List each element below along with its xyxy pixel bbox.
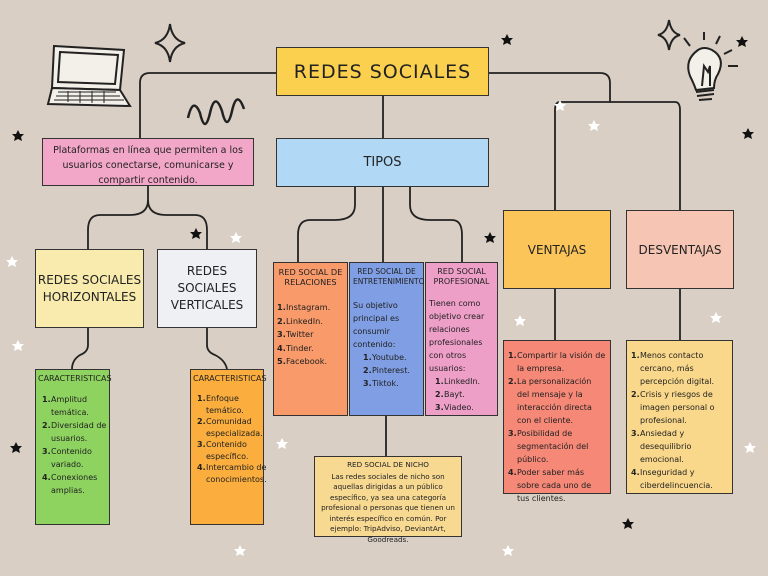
horizontales-characteristics: CARACTERISTICAS 1.Amplitud temática. 2.D… xyxy=(35,369,112,525)
profesional-text: Tienen como objetivo crear relaciones pr… xyxy=(429,299,485,373)
ventajas-title: VENTAJAS xyxy=(527,242,587,257)
list-item: 1.Amplitud temática. xyxy=(42,395,89,417)
ventajas-box: VENTAJAS xyxy=(503,210,611,289)
characteristics-title: CARACTERISTICAS xyxy=(38,374,112,383)
main-title-box: REDES SOCIALES xyxy=(276,47,489,96)
tipos-box: TIPOS xyxy=(276,138,489,187)
desventajas-list: 1.Menos contacto cercano, más percepción… xyxy=(626,340,733,494)
list-item: 4.Inseguridad y ciberdelincuencia. xyxy=(631,468,713,490)
laptop-icon xyxy=(46,44,132,108)
light-bulb-icon xyxy=(683,32,738,101)
entretenimiento-text: Su objetivo principal es consumir conten… xyxy=(353,301,400,349)
list-item: 2.Comunidad especializada. xyxy=(197,417,263,438)
ventajas-list: 1.Compartir la visión de la empresa. 2.L… xyxy=(503,340,611,503)
list-item: 2.Bayt. xyxy=(435,390,465,399)
list-item: 1.Compartir la visión de la empresa. xyxy=(508,351,606,373)
definition-box: Plataformas en línea que permiten a los … xyxy=(42,138,254,186)
nicho-text: Las redes sociales de nicho son aquellas… xyxy=(321,471,455,544)
squiggle-decoration xyxy=(186,98,246,126)
nicho-box: RED SOCIAL DE NICHO Las redes sociales d… xyxy=(314,456,462,544)
list-item: 2.LinkedIn. xyxy=(277,315,323,326)
list-item: 2.Crisis y riesgos de imagen personal o … xyxy=(631,390,715,425)
list-item: 3.Twitter xyxy=(277,329,314,339)
list-item: 3.Contenido variado. xyxy=(42,447,92,469)
profesional-title: RED SOCIAL PROFESIONAL xyxy=(433,267,490,286)
profesional-box: RED SOCIAL PROFESIONAL Tienen como objet… xyxy=(425,262,498,416)
list-item: 1.Menos contacto cercano, más percepción… xyxy=(631,351,715,386)
list-item: 3.Tiktok. xyxy=(363,379,399,388)
entretenimiento-box: RED SOCIAL DE ENTRETENIMIENTO Su objetiv… xyxy=(349,262,425,416)
verticales-title: REDES SOCIALES VERTICALES xyxy=(170,264,244,312)
list-item: 1.Instagram. xyxy=(277,302,331,312)
list-item: 3.Ansiedad y desequilibrio emocional. xyxy=(631,429,692,464)
list-item: 3.Viadeo. xyxy=(435,403,474,412)
list-item: 2.Diversidad de usuarios. xyxy=(42,421,107,443)
list-item: 1.Youtube. xyxy=(363,353,407,362)
desventajas-title: DESVENTAJAS xyxy=(638,242,722,257)
nicho-title: RED SOCIAL DE NICHO xyxy=(347,460,429,469)
list-item: 2.La personalización del mensaje y la in… xyxy=(508,377,592,425)
verticales-characteristics: CARACTERISTICAS 1.Enfoque temático. 2.Co… xyxy=(190,369,267,525)
list-item: 5.Facebook. xyxy=(277,356,328,366)
entretenimiento-title: RED SOCIAL DE ENTRETENIMIENTO xyxy=(353,267,425,286)
list-item: 3.Posibilidad de segmentación del públic… xyxy=(508,429,589,464)
relaciones-title: RED SOCIAL DE RELACIONES xyxy=(278,267,343,287)
characteristics-title: CARACTERISTICAS xyxy=(193,374,267,383)
sparkle-icon-right xyxy=(657,19,681,51)
list-item: 1.LinkedIn. xyxy=(435,377,481,386)
list-item: 3.Contenido específico. xyxy=(197,440,249,461)
list-item: 4.Intercambio de conocimientos. xyxy=(197,463,267,484)
desventajas-box: DESVENTAJAS xyxy=(626,210,734,289)
list-item: 4.Tinder. xyxy=(277,342,314,353)
list-item: 2.Pinterest. xyxy=(363,366,410,375)
definition-text: Plataformas en línea que permiten a los … xyxy=(53,145,243,186)
list-item: 1.Enfoque temático. xyxy=(197,394,244,415)
horizontales-box: REDES SOCIALES HORIZONTALES xyxy=(35,249,144,328)
tipos-label: TIPOS xyxy=(363,155,402,170)
list-item: 4.Poder saber más sobre cada uno de tus … xyxy=(508,468,592,503)
relaciones-box: RED SOCIAL DE RELACIONES 1.Instagram. 2.… xyxy=(273,262,348,416)
sparkle-icon xyxy=(154,23,186,63)
verticales-box: REDES SOCIALES VERTICALES xyxy=(157,249,257,328)
list-item: 4.Conexiones amplias. xyxy=(42,473,98,495)
main-title: REDES SOCIALES xyxy=(293,60,472,83)
horizontales-title: REDES SOCIALES HORIZONTALES xyxy=(37,272,142,304)
